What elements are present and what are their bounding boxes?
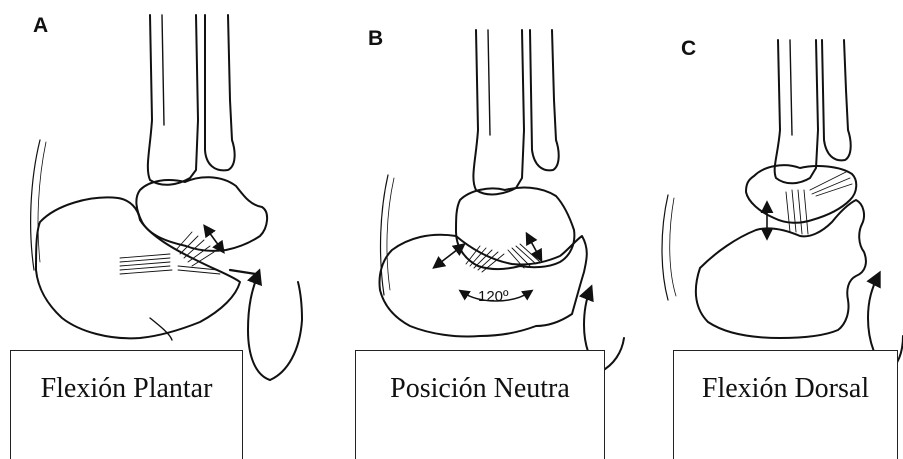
panel-c-ligaments	[786, 172, 852, 234]
caption-posicion-neutra: Posición Neutra	[356, 373, 604, 405]
panel-c-letter: C	[681, 38, 696, 59]
panel-b-fibula	[530, 30, 559, 170]
panel-b-double-arrow-left	[436, 246, 462, 266]
panel-a-talus	[136, 177, 267, 251]
panel-a-illustration	[31, 15, 302, 380]
caption-flexion-plantar: Flexión Plantar	[11, 373, 242, 405]
panel-b-angle-label: 120º	[478, 288, 509, 305]
panel-c-fibula	[822, 40, 851, 160]
panel-b-letter: B	[368, 28, 383, 49]
panel-a-tibia	[148, 15, 198, 185]
panel-a-fibula	[205, 15, 235, 170]
panel-a-rotation-arrow	[248, 274, 270, 380]
panel-a-calcaneus	[36, 197, 240, 338]
caption-box-b: Posición Neutra	[355, 350, 605, 459]
caption-flexion-dorsal: Flexión Dorsal	[674, 373, 897, 405]
panel-a-letter: A	[33, 15, 48, 36]
panel-b-illustration	[380, 30, 625, 372]
panel-b-calcaneus	[380, 235, 587, 337]
caption-box-a: Flexión Plantar	[10, 350, 243, 459]
panel-c-skin-outline	[662, 195, 668, 300]
caption-box-c: Flexión Dorsal	[673, 350, 898, 459]
panel-b-tibia	[473, 30, 524, 194]
panel-c-tibia	[775, 40, 818, 183]
panel-c-illustration	[662, 40, 903, 372]
panel-a-ligaments	[120, 232, 220, 274]
panel-b-double-arrow-right	[528, 236, 540, 258]
